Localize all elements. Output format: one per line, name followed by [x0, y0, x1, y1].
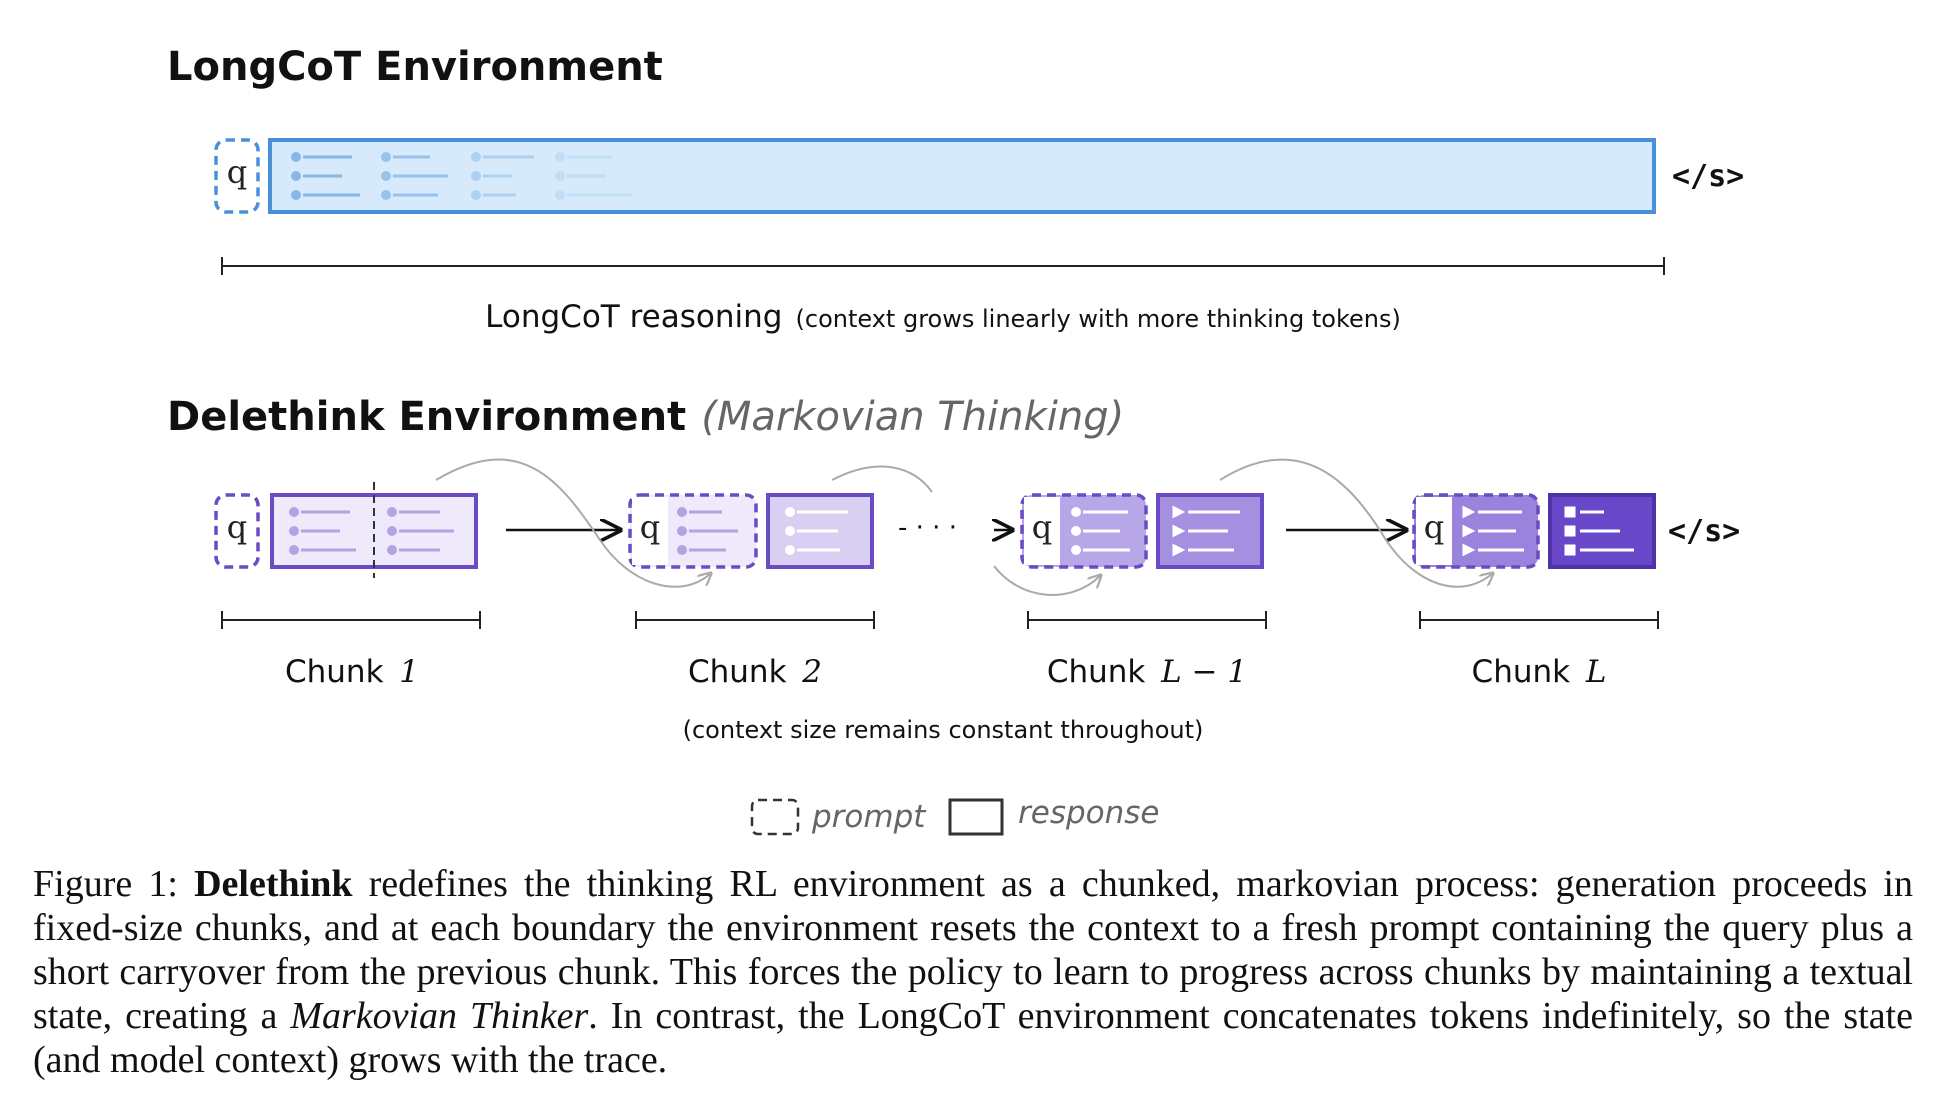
chunk-1-label: Chunk 1	[285, 654, 419, 690]
longcot-span-note: (context grows linearly with more thinki…	[796, 305, 1401, 333]
carryover-curve-2	[831, 465, 933, 493]
longcot-title: LongCoT Environment	[167, 44, 663, 90]
chunk-2-word: Chunk	[688, 654, 787, 690]
legend: prompt response	[750, 795, 1159, 836]
chunk-l-minus-1-diagram: q	[1020, 493, 1264, 569]
legend-response-swatch	[948, 798, 1004, 836]
chunk-1-prompt-box	[214, 493, 260, 569]
caption-italic-term: Markovian Thinker	[290, 995, 589, 1037]
longcot-response-bar	[268, 138, 1656, 214]
chunk-1-word: Chunk	[285, 654, 384, 690]
longcot-prompt-box	[214, 138, 260, 214]
delethink-eos-token: </s>	[1668, 514, 1740, 549]
delethink-title: Delethink Environment	[167, 394, 686, 440]
caption-prefix: Figure 1:	[33, 863, 195, 905]
chunk-1-diagram: q	[214, 482, 478, 578]
chunk-l-minus-1-query-token: q	[1032, 508, 1052, 546]
carryover-curve-1	[435, 458, 710, 588]
longcot-eos-token: </s>	[1672, 159, 1744, 194]
caption-text-part-1: redefines the thinking RL environment as…	[33, 863, 1913, 1037]
chunk-1-query-token: q	[227, 508, 247, 546]
longcot-query-token: q	[227, 153, 247, 191]
chunk-l-minus-1-label: Chunk L − 1	[1047, 654, 1247, 690]
caption-bold-term: Delethink	[194, 863, 353, 905]
chunk-2-label: Chunk 2	[688, 654, 822, 690]
legend-prompt-label: prompt	[811, 799, 927, 835]
caption-text-part-2: . In contrast, the LongCoT environment c…	[33, 995, 1913, 1081]
chunk-l-minus-1-word: Chunk	[1047, 654, 1146, 690]
carryover-curve-4	[1219, 458, 1492, 588]
chunk-l-label: Chunk L	[1472, 654, 1607, 690]
figure-caption: Figure 1: Delethink redefines the thinki…	[33, 862, 1913, 1082]
chunk-l-word: Chunk	[1472, 654, 1571, 690]
longcot-thinking-lines	[291, 152, 632, 200]
chunk-2-index: 2	[801, 654, 822, 690]
longcot-span-bracket	[221, 257, 1665, 275]
figure-diagram: LongCoT Environment q </s>	[167, 44, 1744, 836]
chunk-l-query-token: q	[1424, 508, 1444, 546]
legend-prompt-swatch	[750, 798, 800, 836]
chunk-1-index: 1	[399, 654, 419, 690]
legend-response-label: response	[1018, 795, 1159, 831]
chunk-2-query-token: q	[640, 508, 660, 546]
delethink-subtitle: (Markovian Thinking)	[701, 394, 1124, 440]
carryover-curve-3	[993, 565, 1100, 596]
chunk-l-minus-1-index: L − 1	[1160, 654, 1247, 690]
longcot-span-label: LongCoT reasoning	[485, 299, 782, 335]
delethink-heading: Delethink Environment (Markovian Thinkin…	[167, 394, 1124, 440]
chunk-l-index: L	[1585, 654, 1607, 690]
ellipsis: - · · ·	[898, 513, 957, 543]
chunk-l-diagram: q	[1412, 493, 1656, 569]
longcot-span-caption: LongCoT reasoning (context grows linearl…	[485, 299, 1401, 335]
delethink-note: (context size remains constant throughou…	[683, 716, 1204, 744]
chunk-2-diagram: q	[628, 493, 874, 569]
chunk-span-brackets	[221, 611, 1659, 629]
